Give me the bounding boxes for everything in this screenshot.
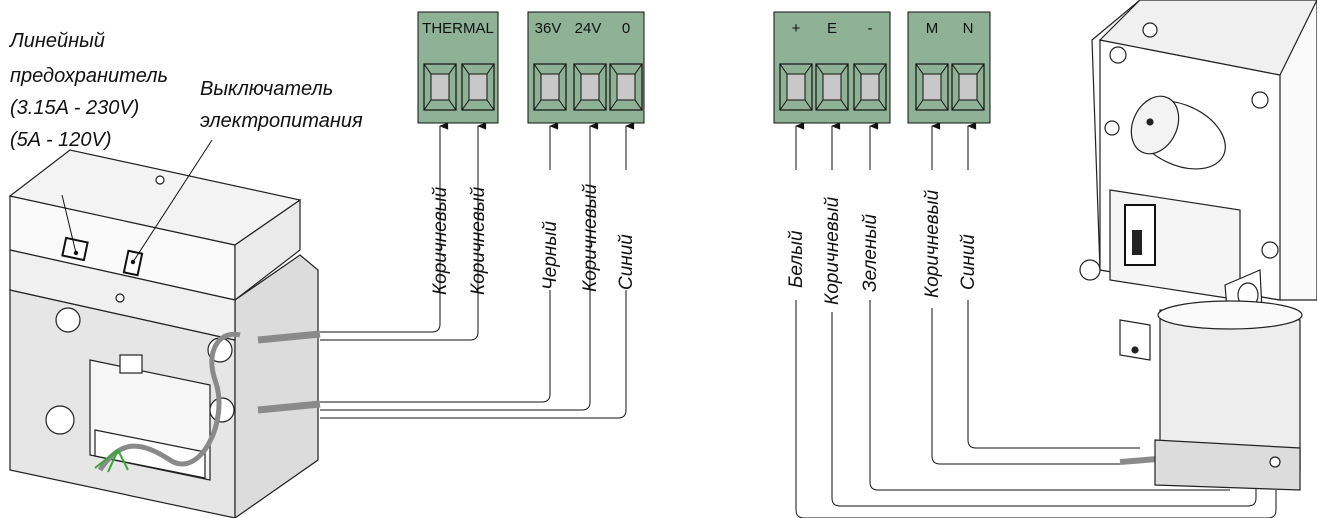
terminal-bevel [558,99,567,111]
terminal-screw [822,73,842,101]
terminal-screw [540,73,560,101]
wire-label-0: Синий [616,234,637,290]
fuse-pointer-line [61,194,77,254]
terminal-label-n: N [963,20,974,37]
terminal-bevel [804,99,813,111]
motor-assembly [1079,0,1317,491]
terminal-bevel [448,99,457,111]
cable-supply [257,400,321,414]
terminal-bevel [598,99,607,111]
terminal-label-e: E [827,20,837,37]
green-wires [94,448,129,473]
wire-label-m: Коричневый [922,189,943,298]
fuse-callout-line-3: (3.15A - 230V) [10,97,139,119]
fuse-callout-line-4: (5A - 120V) [10,129,112,151]
terminal-bevel [915,99,924,111]
switch-callout-line-1: Выключатель [200,78,333,100]
terminal-bevel [840,63,849,75]
terminal-bevel [976,63,985,75]
terminal-label-plus: + [792,20,801,37]
terminal-screw [430,73,450,101]
control-box [8,149,319,518]
terminal-bevel [558,63,567,75]
terminal-screw [922,73,942,101]
terminal-label-minus: - [868,20,873,37]
terminal-bevel [853,63,862,75]
terminal-bevel [815,99,824,111]
terminal-label-m: M [926,20,939,37]
terminal-bevel [461,63,470,75]
terminal-bevel [940,99,949,111]
terminal-screw [580,73,600,101]
terminal-screw [786,73,806,101]
terminal-bevel [915,63,924,75]
wires-right [795,300,1277,518]
terminal-bevel [853,99,862,111]
terminal-bevel [951,63,960,75]
switch-callout-line-2: электропитания [200,110,363,132]
wire-label-n: Синий [958,234,979,290]
terminal-bevel [976,99,985,111]
terminal-label-24v: 24V [575,20,602,37]
terminal-bevel [634,99,643,111]
wires-left [320,150,627,419]
terminal-bevel [878,99,887,111]
terminal-bevel [448,63,457,75]
terminal-bevel [609,63,618,75]
terminal-bevel [533,63,542,75]
thermal-header: THERMAL [422,20,494,37]
terminal-bevel [486,63,495,75]
wire-label-minus: Зеленый [860,214,881,292]
terminal-screw [468,73,488,101]
terminal-bevel [573,63,582,75]
wire-label-plus: Белый [786,230,807,288]
arrows [439,122,977,170]
cable-thermal [257,330,321,344]
internal-cable [97,331,241,472]
terminal-bevel [573,99,582,111]
terminal-bevel [840,99,849,111]
terminal-bevel [461,99,470,111]
terminal-screw [958,73,978,101]
wire-label-24v: Коричневый [580,183,601,292]
fuse-callout-line-1: Линейный [8,30,105,52]
terminal-bevel [951,99,960,111]
terminal-label-36v: 36V [535,20,562,37]
terminal-bevel [609,99,618,111]
switch-pointer-line [132,139,213,263]
terminal-bevel [779,63,788,75]
terminal-bevel [634,63,643,75]
fuse-callout-line-2: предохранитель [10,65,168,87]
wire-label-thermal-2: Коричневый [468,186,489,295]
wire-label-36v: Черный [540,221,561,290]
terminal-screw [860,73,880,101]
terminal-screws [423,63,985,111]
terminal-bevel [779,99,788,111]
terminal-bevel [423,99,432,111]
terminal-bevel [878,63,887,75]
terminal-bevel [804,63,813,75]
wire-label-e: Коричневый [822,196,843,305]
terminal-screw [616,73,636,101]
terminal-bevel [940,63,949,75]
terminal-label-0: 0 [622,20,630,37]
wire-labels: Коричневый Коричневый Черный Коричневый … [430,183,979,305]
terminal-bevel [598,63,607,75]
wire-label-thermal-1: Коричневый [430,186,451,295]
terminal-bevel [423,63,432,75]
terminal-bevel [815,63,824,75]
terminal-bevel [486,99,495,111]
terminal-bevel [533,99,542,111]
